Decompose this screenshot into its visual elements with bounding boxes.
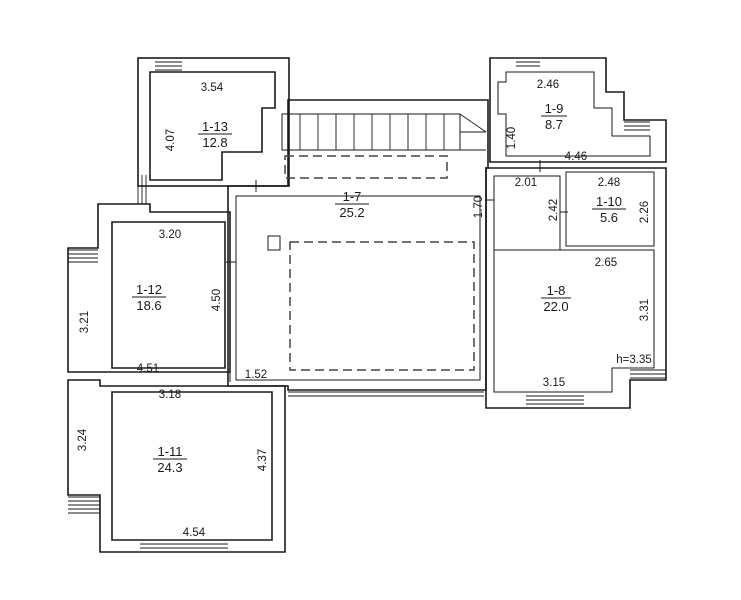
dim-r9-top: 2.46 xyxy=(537,79,559,91)
room-1-9-windows xyxy=(516,57,650,131)
dim-r7-right: 1.70 xyxy=(473,196,485,218)
room-1-7-walls xyxy=(227,99,489,391)
door-ticks xyxy=(226,160,568,382)
dim-r9-left: 1.40 xyxy=(506,127,518,149)
svg-text:22.0: 22.0 xyxy=(543,299,568,314)
dim-r12-bottom: 4.51 xyxy=(137,363,159,375)
dim-r9-bottom: 4.46 xyxy=(565,151,587,163)
room-1-10-walls xyxy=(565,171,655,247)
dim-r11-top: 3.18 xyxy=(159,389,181,401)
dim-r13-top: 3.54 xyxy=(201,82,224,94)
room-1-13-window xyxy=(155,57,182,71)
room-1-11-window-left xyxy=(68,496,100,514)
svg-text:8.7: 8.7 xyxy=(545,117,563,132)
stair-landing-dashed xyxy=(284,155,448,179)
room-label-1-9: 1-9 8.7 xyxy=(541,101,567,132)
room-1-12-window xyxy=(68,249,98,263)
dim-r11-right: 4.37 xyxy=(257,449,269,471)
dim-r10-top: 2.48 xyxy=(598,177,620,189)
dim-r12-left: 3.21 xyxy=(79,311,91,333)
svg-text:5.6: 5.6 xyxy=(600,210,618,225)
svg-text:24.3: 24.3 xyxy=(157,460,182,475)
dim-r12-right: 4.50 xyxy=(211,289,223,311)
dim-r10-left: 2.42 xyxy=(548,199,560,221)
room-1-13-walls xyxy=(137,57,290,187)
side-window-1-12 xyxy=(137,175,147,204)
room-1-9-walls xyxy=(489,57,667,163)
stairs xyxy=(281,113,487,151)
room-label-1-11: 1-11 24.3 xyxy=(153,444,187,475)
dim-r11-bottom: 4.54 xyxy=(183,527,206,539)
svg-text:25.2: 25.2 xyxy=(339,205,364,220)
dim-r8-mid: 2.65 xyxy=(595,257,617,269)
dim-r8-bottom: 3.15 xyxy=(543,377,565,389)
ceiling-height: h=3.35 xyxy=(616,354,652,366)
svg-text:1-12: 1-12 xyxy=(136,282,162,297)
room-1-11-window-bottom xyxy=(140,539,228,553)
dim-r12-top: 3.20 xyxy=(159,229,181,241)
svg-text:1-7: 1-7 xyxy=(343,189,362,204)
dim-r11-left: 3.24 xyxy=(77,428,89,451)
room-label-1-8: 1-8 22.0 xyxy=(541,283,571,314)
svg-text:18.6: 18.6 xyxy=(136,298,161,313)
dim-r8-top: 2.01 xyxy=(515,177,537,189)
svg-text:1-10: 1-10 xyxy=(596,194,622,209)
hall-window-bottom xyxy=(288,391,484,397)
svg-text:1-11: 1-11 xyxy=(157,444,182,459)
svg-text:12.8: 12.8 xyxy=(202,135,227,150)
room-label-1-10: 1-10 5.6 xyxy=(592,194,626,225)
atrium-void-dashed xyxy=(289,241,475,371)
room-1-11-walls xyxy=(67,379,286,553)
dim-corridor-width: 1.52 xyxy=(245,369,267,381)
room-label-1-13: 1-13 12.8 xyxy=(198,119,232,150)
room-1-8-windows xyxy=(526,369,666,405)
svg-text:1-9: 1-9 xyxy=(545,101,564,116)
room-label-1-7: 1-7 25.2 xyxy=(335,189,369,220)
svg-text:1-8: 1-8 xyxy=(547,283,566,298)
dim-r8-right: 3.31 xyxy=(639,299,651,321)
room-label-1-12: 1-12 18.6 xyxy=(132,282,166,313)
room-1-8-walls xyxy=(485,167,667,409)
dim-r10-right: 2.26 xyxy=(639,201,651,223)
dim-r13-left: 4.07 xyxy=(165,129,177,151)
svg-text:1-13: 1-13 xyxy=(202,119,228,134)
